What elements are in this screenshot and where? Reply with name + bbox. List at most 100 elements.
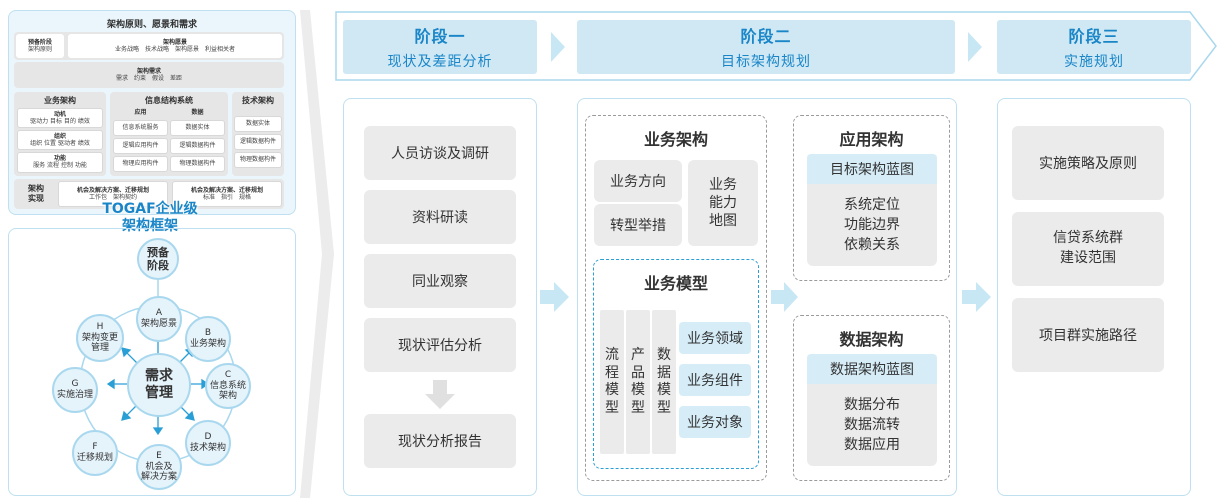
framework-title: TOGAF企业级 架构框架 <box>102 200 198 235</box>
cycle-h: H 架构变更 管理 <box>76 314 124 362</box>
cycle-prelim-label: 预备 阶段 <box>147 245 169 272</box>
biz-model-area <box>593 259 759 469</box>
model-col-product: 产 品 模 型 <box>626 310 650 454</box>
cycle-center-label: 需求 管理 <box>145 368 173 401</box>
biz-direction: 业务方向 <box>594 160 682 202</box>
model-col-process: 流 程 模 型 <box>600 310 624 454</box>
biz-arch-area <box>585 115 767 481</box>
tech-r1: 数据实体 <box>234 116 282 132</box>
biz-org-label: 组织 <box>53 132 66 140</box>
cycle-g-label: G 实施治理 <box>56 379 93 400</box>
info-r1b: 数据实体 <box>170 120 225 136</box>
stage-3-subtitle: 实施规划 <box>1064 54 1124 70</box>
data-arch-area <box>793 315 950 481</box>
info-r3b: 物理数据构件 <box>170 156 225 172</box>
cycle-c-label: C 信息系统 架构 <box>209 369 246 402</box>
app-arch-area <box>793 115 950 281</box>
biz-drive-items: 驱动力 目标 目的 绩效 <box>30 117 90 125</box>
adm-cycle-panel <box>8 228 296 496</box>
separator-arrow <box>300 10 334 498</box>
req-items: 需求 约束 假设 差距 <box>115 74 182 82</box>
cycle-center: 需求 管理 <box>127 353 191 417</box>
data-blueprint: 数据架构蓝图 <box>807 354 937 384</box>
info-r1a: 信息系统服务 <box>113 120 168 136</box>
info-r2a: 逻辑应用构件 <box>113 138 168 154</box>
arrow-biz-to-app <box>771 282 798 312</box>
stage-chevron-1 <box>551 32 565 62</box>
data-arch-title: 数据架构 <box>839 330 904 349</box>
stage3-item-3: 项目群实施路径 <box>1012 298 1164 372</box>
req-label: 架构需求 <box>136 67 161 75</box>
impl-label: 架构 实现 <box>28 184 44 203</box>
stage-3-header: 阶段三 实施规划 <box>997 20 1191 74</box>
impl1-title: 机会及解决方案、迁移规划 <box>76 186 149 194</box>
cycle-g: G 实施治理 <box>52 367 98 413</box>
biz-capability-map: 业务 能力 地图 <box>688 160 758 246</box>
vision-label: 架构愿景 <box>162 38 187 46</box>
vision-cell: 架构愿景 业务战略 技术战略 架构愿景 利益相关者 <box>68 34 282 58</box>
info-r3a: 物理应用构件 <box>113 156 168 172</box>
vision-items: 业务战略 技术战略 架构愿景 利益相关者 <box>114 45 235 53</box>
biz-model-title: 业务模型 <box>643 274 708 293</box>
impl2-title: 机会及解决方案、迁移规划 <box>190 186 263 194</box>
biz-drive-label: 动机 <box>53 110 66 118</box>
stage1-result: 现状分析报告 <box>364 414 516 468</box>
stage1-item-2: 资料研读 <box>364 190 516 244</box>
info-data-label: 数据 <box>191 109 204 117</box>
stage-2-title: 阶段二 <box>740 27 792 46</box>
cycle-a-label: A 架构愿景 <box>140 308 177 329</box>
app-blueprint: 目标架构蓝图 <box>807 154 937 184</box>
info-app-label: 应用 <box>134 109 147 117</box>
impl2-cell: 机会及解决方案、迁移规划 标准 指引 规格 <box>172 181 282 207</box>
cycle-d: D 技术架构 <box>185 420 231 466</box>
stage-2-header: 阶段二 目标架构规划 <box>577 20 955 74</box>
info-r2b: 逻辑数据构件 <box>170 138 225 154</box>
cycle-b-label: B 业务架构 <box>189 328 226 349</box>
stage-1-header: 阶段一 现状及差距分析 <box>343 20 537 74</box>
cycle-f: F 迁移规划 <box>72 430 118 476</box>
stage3-item-1: 实施策略及原则 <box>1012 126 1164 200</box>
stage3-item-2: 信贷系统群 建设范围 <box>1012 212 1164 286</box>
togaf-info-title: 信息结构系统 <box>145 96 193 105</box>
arrow-stage1-to-2 <box>540 282 569 312</box>
biz-transform: 转型举措 <box>594 204 682 246</box>
app-items: 系统定位 功能边界 依赖关系 <box>807 184 937 266</box>
cycle-h-label: H 架构变更 管理 <box>81 321 118 354</box>
cycle-f-label: F 迁移规划 <box>76 442 113 463</box>
togaf-biz-org: 组织 组织 位置 驱动者 绩效 <box>17 130 103 150</box>
cycle-a: A 架构愿景 <box>136 296 182 342</box>
prelim-cell: 预备阶段 架构原则 <box>16 34 64 58</box>
prelim-sub: 架构原则 <box>27 45 52 53</box>
stage-1-title: 阶段一 <box>414 27 466 46</box>
cycle-c: C 信息系统 架构 <box>205 363 251 409</box>
stage1-item-4: 现状评估分析 <box>364 318 516 372</box>
impl2-items: 标准 指引 规格 <box>202 193 251 201</box>
stage1-item-1: 人员访谈及调研 <box>364 126 516 180</box>
cycle-d-label: D 技术架构 <box>189 432 226 453</box>
tech-r2: 逻辑数据构件 <box>234 134 282 150</box>
biz-func-label: 功能 <box>53 155 66 163</box>
biz-func-items: 服务 流程 控制 功能 <box>33 162 87 170</box>
data-items: 数据分布 数据流转 数据应用 <box>807 384 937 466</box>
tech-r3: 物理数据构件 <box>234 152 282 168</box>
stage-1-subtitle: 现状及差距分析 <box>387 54 493 70</box>
togaf-biz-drive: 动机 驱动力 目标 目的 绩效 <box>17 108 103 128</box>
arrow-stage2-to-3 <box>962 282 991 312</box>
app-arch-title: 应用架构 <box>839 130 904 149</box>
model-item-component: 业务组件 <box>679 364 751 396</box>
requirements-box: 架构需求 需求 约束 假设 差距 <box>14 62 284 88</box>
togaf-tech-title: 技术架构 <box>242 96 274 105</box>
cycle-e-label: E 机会及 解决方案 <box>140 450 177 483</box>
impl1-items: 工作包 架构契约 <box>88 193 137 201</box>
togaf-biz-title: 业务架构 <box>44 96 76 105</box>
togaf-top-title: 架构原则、愿景和需求 <box>106 19 197 30</box>
biz-org-items: 组织 位置 驱动者 绩效 <box>30 139 90 147</box>
model-item-domain: 业务领域 <box>679 322 751 354</box>
togaf-biz-func: 功能 服务 流程 控制 功能 <box>17 152 103 173</box>
stage-2-subtitle: 目标架构规划 <box>721 54 811 70</box>
cycle-b: B 业务架构 <box>185 316 231 362</box>
biz-arch-title: 业务架构 <box>643 130 708 149</box>
cycle-prelim: 预备 阶段 <box>137 238 179 280</box>
model-col-data: 数 据 模 型 <box>652 310 676 454</box>
stage-3-title: 阶段三 <box>1068 27 1120 46</box>
